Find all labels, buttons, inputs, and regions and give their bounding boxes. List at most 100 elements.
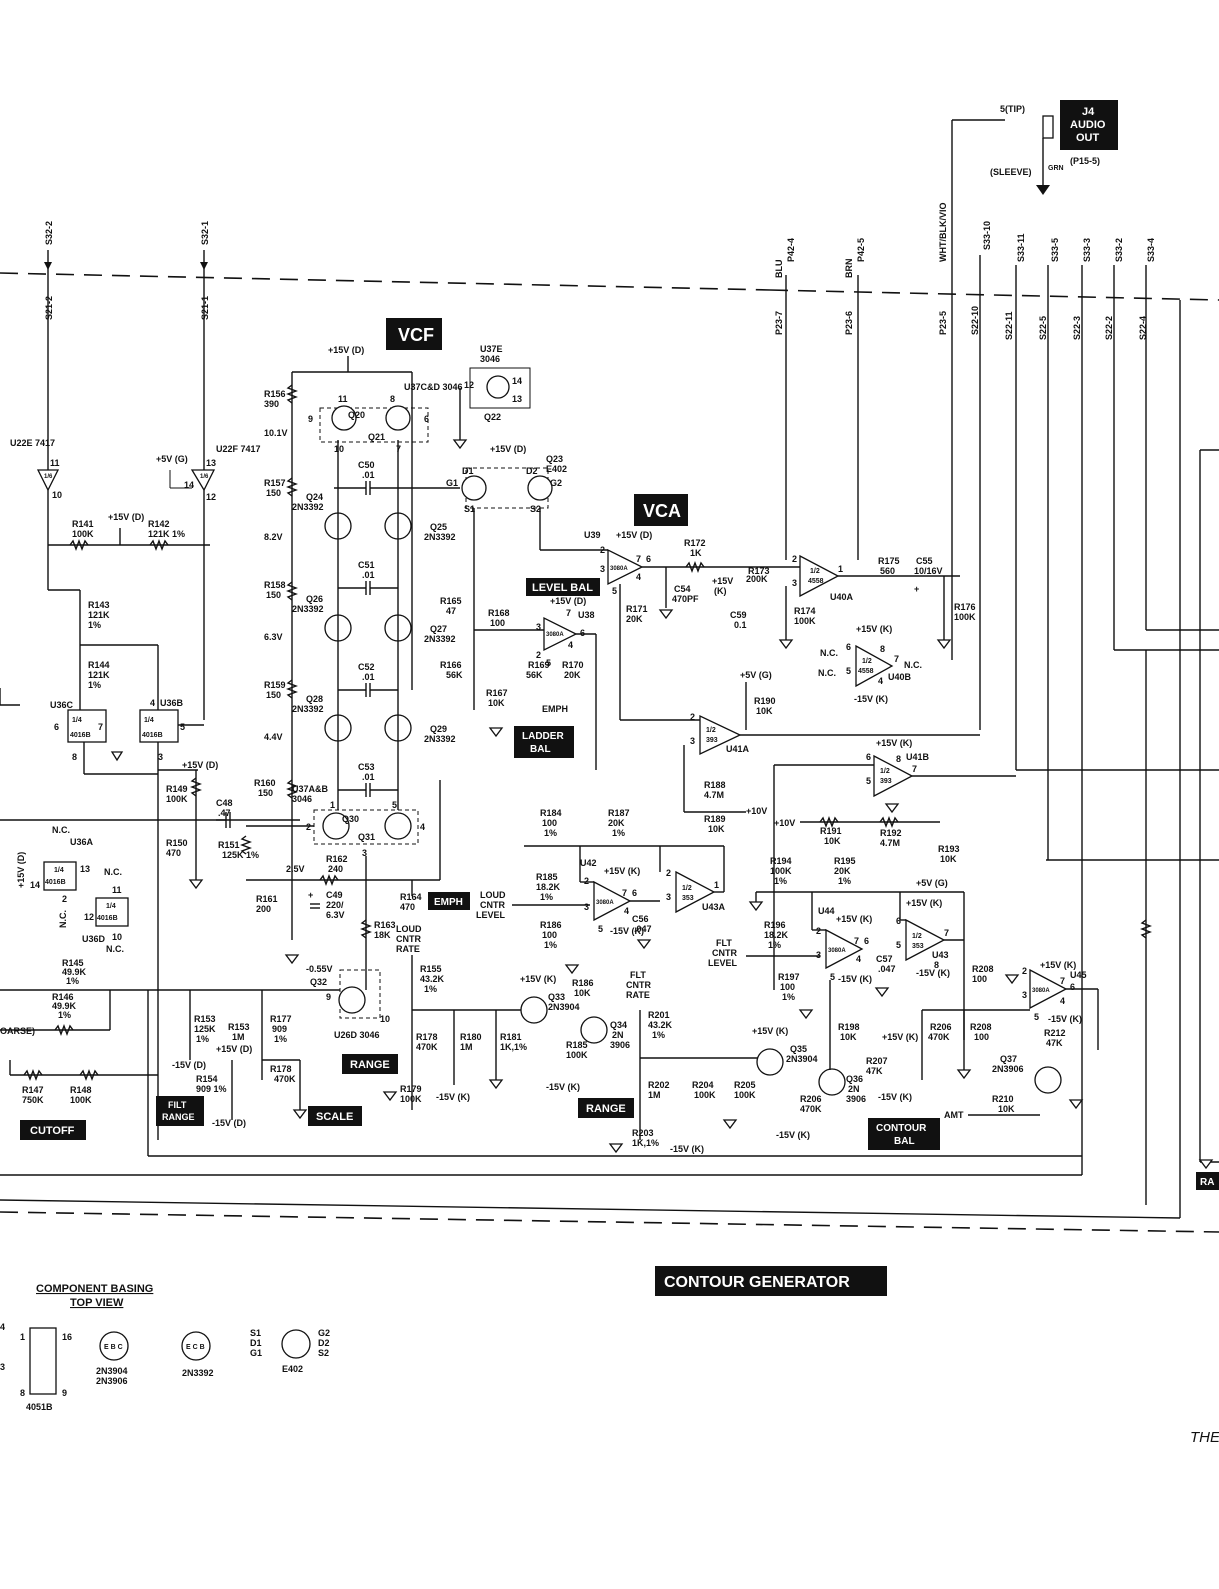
svg-text:4016B: 4016B xyxy=(70,732,91,739)
svg-text:47K: 47K xyxy=(1046,1038,1063,1048)
svg-text:7: 7 xyxy=(636,554,641,564)
svg-text:10K: 10K xyxy=(840,1032,857,1042)
svg-text:G1: G1 xyxy=(446,478,458,488)
vcf-lower-passives: R161 200 R162 240 C49 220/ 6.3V + R163 1… xyxy=(246,780,441,990)
svg-text:8: 8 xyxy=(390,394,395,404)
svg-text:2N3392: 2N3392 xyxy=(424,532,456,542)
svg-text:4558: 4558 xyxy=(858,668,874,675)
svg-text:Q36: Q36 xyxy=(846,1074,863,1084)
u43-opamp: +15V (K) 1/2 353 6 5 7 U43 8 -15V (K) R2… xyxy=(896,891,994,1040)
svg-text:2: 2 xyxy=(1022,966,1027,976)
svg-text:2N3904: 2N3904 xyxy=(96,1366,128,1376)
vca-title: VCA xyxy=(634,494,688,526)
loud-cntr-level: LOUD CNTR LEVEL xyxy=(476,890,590,920)
svg-text:U43A: U43A xyxy=(702,902,726,912)
svg-text:10.1V: 10.1V xyxy=(264,428,288,438)
svg-text:1%: 1% xyxy=(196,1034,209,1044)
svg-text:N.C.: N.C. xyxy=(106,944,124,954)
svg-text:LEVEL: LEVEL xyxy=(476,910,506,920)
svg-text:U22F 7417: U22F 7417 xyxy=(216,444,261,454)
svg-text:5: 5 xyxy=(612,586,617,596)
connector-s33-2: S33-2 S22-2 xyxy=(1104,238,1219,651)
svg-text:R160: R160 xyxy=(254,778,276,788)
u26d-q32: Q32 9 10 U26D 3046 xyxy=(310,969,390,1040)
svg-text:RANGE: RANGE xyxy=(586,1103,626,1115)
flt-cntr-rate: FLT CNTR RATE R201 43.2K 1% R202 1M R204… xyxy=(608,970,760,1154)
level-bal-label: LEVEL BAL xyxy=(526,578,600,596)
svg-text:(SLEEVE): (SLEEVE) xyxy=(990,167,1032,177)
svg-text:1/2: 1/2 xyxy=(810,568,820,575)
svg-text:100: 100 xyxy=(974,1032,989,1042)
svg-text:U36B: U36B xyxy=(160,698,184,708)
svg-text:200K: 200K xyxy=(746,574,768,584)
svg-text:U40A: U40A xyxy=(830,592,854,602)
flt-cntr-level: FLT CNTR LEVEL xyxy=(708,938,820,968)
svg-text:5: 5 xyxy=(866,776,871,786)
svg-text:16: 16 xyxy=(62,1332,72,1342)
svg-text:6: 6 xyxy=(54,722,59,732)
q35-transistor: +15V (K) Q35 2N3904 xyxy=(752,1026,818,1076)
svg-text:R162: R162 xyxy=(326,854,348,864)
svg-text:43.2K: 43.2K xyxy=(420,974,445,984)
contour-generator-title: CONTOUR GENERATOR xyxy=(655,1266,887,1296)
svg-text:R191: R191 xyxy=(820,826,842,836)
board-edge-top-right xyxy=(769,289,1219,301)
u41b-comparator: +15V (K) 1/2 393 6 5 8 7 U41B +10V R191 … xyxy=(773,738,1016,990)
svg-text:+15V (K): +15V (K) xyxy=(520,974,556,984)
svg-text:R184: R184 xyxy=(540,808,562,818)
svg-text:10K: 10K xyxy=(940,854,957,864)
q28-transistor: Q28 2N3392 xyxy=(292,694,352,742)
svg-text:5: 5 xyxy=(1034,1012,1039,1022)
svg-text:1/6: 1/6 xyxy=(200,474,209,480)
svg-text:4558: 4558 xyxy=(808,578,824,585)
svg-text:1/4: 1/4 xyxy=(72,717,82,724)
svg-text:C53: C53 xyxy=(358,762,375,772)
svg-text:R204: R204 xyxy=(692,1080,714,1090)
svg-text:4016B: 4016B xyxy=(97,915,118,922)
svg-text:N.C.: N.C. xyxy=(904,660,922,670)
u37cd-pair: U37C&D 3046 Q20 Q21 9 11 8 6 10 7 xyxy=(308,382,463,454)
svg-text:4: 4 xyxy=(1060,996,1065,1006)
board-edge-top xyxy=(0,272,771,291)
svg-text:150: 150 xyxy=(266,690,281,700)
svg-text:1%: 1% xyxy=(612,828,625,838)
svg-text:2N3906: 2N3906 xyxy=(992,1064,1024,1074)
svg-text:10K: 10K xyxy=(488,698,505,708)
svg-text:R176: R176 xyxy=(954,602,976,612)
svg-text:Q25: Q25 xyxy=(430,522,447,532)
svg-text:49.9K: 49.9K xyxy=(52,1001,77,1011)
svg-text:47K: 47K xyxy=(866,1066,883,1076)
svg-text:U43: U43 xyxy=(932,950,949,960)
svg-text:-15V (K): -15V (K) xyxy=(916,968,950,978)
u36b-switch: 1/4 4016B 4 U36B 5 3 xyxy=(83,698,204,1140)
svg-text:1/4: 1/4 xyxy=(106,903,116,910)
svg-text:2: 2 xyxy=(792,554,797,564)
svg-text:1%: 1% xyxy=(544,828,557,838)
svg-text:2: 2 xyxy=(666,868,671,878)
svg-text:1M: 1M xyxy=(232,1032,245,1042)
svg-text:R144: R144 xyxy=(88,660,110,670)
svg-text:S33-2: S33-2 xyxy=(1114,238,1124,262)
svg-text:100K: 100K xyxy=(566,1050,588,1060)
svg-text:2N: 2N xyxy=(848,1084,860,1094)
u43a-opamp: 1/2 353 2 3 1 U43A xyxy=(659,845,726,914)
svg-text:N.C.: N.C. xyxy=(52,825,70,835)
svg-text:R201: R201 xyxy=(648,1010,670,1020)
svg-text:1: 1 xyxy=(330,800,335,810)
r165-r168: R165 47 R168 100 R166 56K R167 10K R169 … xyxy=(440,508,584,738)
svg-text:S22-2: S22-2 xyxy=(1104,316,1114,340)
svg-text:R161: R161 xyxy=(256,894,278,904)
svg-text:G1: G1 xyxy=(250,1348,262,1358)
svg-text:+5V (G): +5V (G) xyxy=(156,454,188,464)
svg-text:R153: R153 xyxy=(228,1022,250,1032)
svg-text:U42: U42 xyxy=(580,858,597,868)
svg-text:R196: R196 xyxy=(764,920,786,930)
svg-text:6: 6 xyxy=(864,936,869,946)
svg-text:Q26: Q26 xyxy=(306,594,323,604)
svg-text:+15V (K): +15V (K) xyxy=(876,738,912,748)
u22f-buffer: U22F 7417 +5V (G) 1/6 12 13 14 xyxy=(156,444,261,720)
svg-text:C59: C59 xyxy=(730,610,747,620)
svg-text:150: 150 xyxy=(258,788,273,798)
svg-text:FLT: FLT xyxy=(630,970,646,980)
svg-text:Q28: Q28 xyxy=(306,694,323,704)
